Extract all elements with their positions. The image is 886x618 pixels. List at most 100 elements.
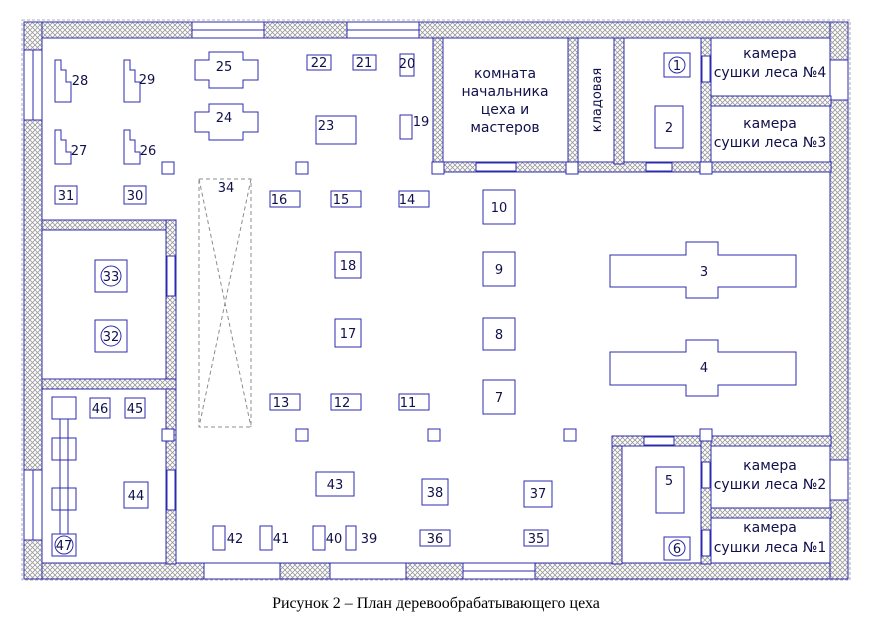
conveyor-block-1 (51, 396, 77, 420)
equipment-17 (334, 318, 362, 348)
columns (161, 161, 713, 442)
label-15: 15 (333, 193, 350, 208)
label-38: 38 (427, 486, 444, 501)
label-36: 36 (427, 532, 444, 547)
doors (166, 55, 711, 557)
equipment-38 (421, 478, 449, 506)
label-46: 46 (92, 402, 109, 417)
equipment-30 (123, 185, 147, 205)
kiln-2-label: камера сушки леса №2 (714, 458, 827, 493)
equipment-36 (419, 529, 451, 547)
label-32: 32 (103, 330, 120, 345)
kiln-3-label-line-1: камера (743, 116, 797, 132)
equipment-44 (123, 481, 149, 509)
kiln-1-label-line-1: камера (743, 520, 797, 536)
label-22: 22 (311, 56, 328, 71)
label-8: 8 (495, 328, 503, 343)
equipment-9 (482, 251, 516, 287)
equipment-42 (212, 525, 226, 551)
kiln-2-label-line-1: камера (743, 458, 797, 474)
equipment-7 (482, 379, 516, 415)
equipment-28 (54, 59, 72, 103)
equipment-14 (398, 190, 430, 208)
equipment-22 (306, 54, 332, 71)
kiln-4-label-line-2: сушки леса №4 (714, 65, 827, 81)
equipment-34 (198, 178, 252, 428)
equipment-2 (654, 105, 684, 149)
office-label: комната начальника цеха и мастеров (461, 66, 548, 136)
equipment-13 (269, 393, 301, 411)
equipment-35 (523, 529, 549, 547)
label-42: 42 (227, 532, 244, 547)
equipment-46 (89, 397, 111, 419)
equipment-26 (123, 129, 141, 165)
label-9: 9 (495, 263, 503, 278)
label-5: 5 (665, 474, 673, 489)
equipment-37 (523, 480, 553, 508)
label-11: 11 (400, 396, 417, 411)
label-20: 20 (399, 57, 416, 72)
equipment-10 (482, 189, 516, 225)
label-10: 10 (491, 201, 508, 216)
label-4: 4 (700, 361, 708, 376)
equipment-15 (330, 190, 362, 208)
label-7: 7 (495, 391, 503, 406)
equipment-45 (124, 397, 146, 419)
equipment-29 (123, 59, 141, 103)
equipment-4 (609, 339, 797, 397)
label-2: 2 (665, 121, 673, 136)
equipment-11 (398, 393, 430, 411)
equipment-16 (269, 190, 301, 208)
equipment-23 (315, 115, 357, 145)
label-14: 14 (399, 193, 416, 208)
label-26: 26 (140, 144, 157, 159)
label-40: 40 (326, 532, 343, 547)
office-label-line-2: начальника (461, 84, 548, 100)
equipment-shapes (51, 51, 797, 561)
label-25: 25 (216, 60, 233, 75)
label-16: 16 (271, 193, 288, 208)
label-33: 33 (103, 270, 120, 285)
equipment-40 (312, 525, 326, 551)
label-19: 19 (413, 115, 430, 130)
equipment-33-circle (100, 265, 122, 287)
label-43: 43 (327, 478, 344, 493)
equipment-31 (54, 185, 78, 205)
label-13: 13 (273, 396, 290, 411)
equipment-27 (54, 129, 72, 165)
label-44: 44 (128, 489, 145, 504)
label-21: 21 (356, 56, 373, 71)
kiln-3-label: камера сушки леса №3 (714, 116, 827, 151)
drawing-frame (21, 19, 851, 581)
label-29: 29 (139, 73, 156, 88)
interior-walls (41, 37, 832, 565)
label-27: 27 (71, 144, 88, 159)
storage-label: кладовая (590, 68, 605, 133)
label-41: 41 (273, 532, 290, 547)
label-35: 35 (528, 532, 545, 547)
equipment-6-circle (668, 539, 686, 557)
conveyor-block-3 (51, 487, 77, 511)
kiln-4-label: камера сушки леса №4 (714, 46, 827, 81)
label-37: 37 (530, 487, 547, 502)
label-30: 30 (127, 189, 144, 204)
equipment-39 (345, 525, 357, 551)
equipment-19 (399, 114, 413, 140)
label-12: 12 (334, 396, 351, 411)
label-24: 24 (216, 111, 233, 126)
equipment-8 (482, 317, 516, 351)
label-6: 6 (673, 542, 681, 557)
kiln-3-label-line-2: сушки леса №3 (714, 135, 827, 151)
kiln-2-label-line-2: сушки леса №2 (714, 477, 827, 493)
label-28: 28 (72, 74, 89, 89)
label-18: 18 (340, 259, 357, 274)
office-label-line-3: цеха и (481, 102, 530, 118)
equipment-43 (315, 471, 355, 497)
equipment-3 (609, 241, 797, 299)
equipment-5 (655, 466, 685, 514)
equipment-21 (352, 54, 377, 71)
equipment-32-circle (100, 325, 122, 347)
equipment-12 (330, 393, 362, 411)
equipment-24 (194, 103, 259, 141)
